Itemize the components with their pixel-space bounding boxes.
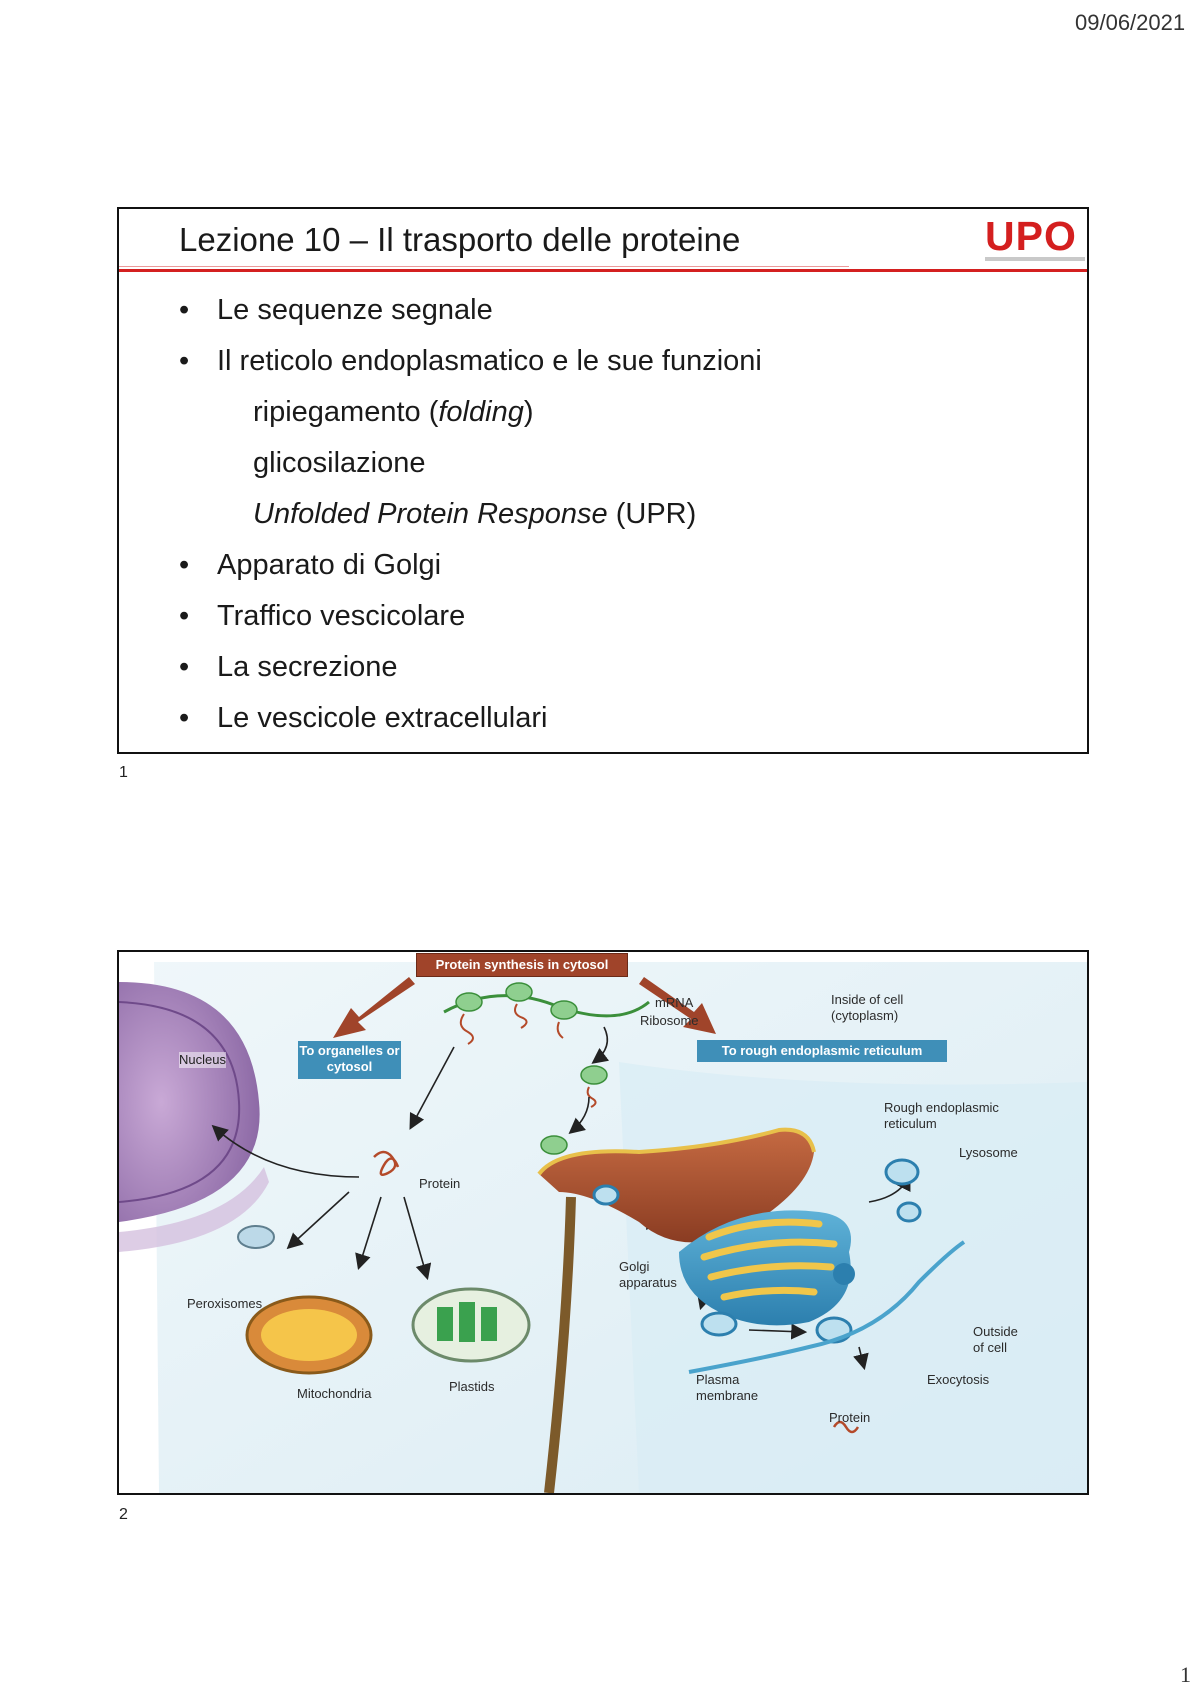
sub-text-italic: folding (438, 396, 524, 428)
bullet-dot: • (179, 345, 190, 377)
upo-logo: UPO (985, 213, 1085, 269)
slide-number: 1 (119, 764, 128, 781)
bullet-item: • Traffico vescicolare (179, 591, 762, 642)
banner-protein-synthesis: Protein synthesis in cytosol (416, 953, 628, 977)
bullet-list: • Le sequenze segnale • Il reticolo endopl… (179, 285, 762, 744)
label-mrna: mRNA (655, 995, 694, 1010)
bullet-dot: • (179, 294, 190, 326)
label-outside-2: of cell (973, 1340, 1007, 1355)
bullet-item: • Apparato di Golgi (179, 540, 762, 591)
label-plasma-2: membrane (696, 1388, 759, 1403)
sub-item-upr: Unfolded Protein Response (UPR) (179, 489, 762, 540)
banner-to-organelles: To organelles or cytosol (298, 1041, 401, 1079)
label-plasma-1: Plasma (696, 1372, 740, 1387)
label-protein-center: Protein (419, 1176, 461, 1191)
bullet-item: • La secrezione (179, 642, 762, 693)
bullet-text: Traffico vescicolare (217, 600, 466, 632)
label-plastids: Plastids (449, 1379, 495, 1394)
sub-text: ) (523, 396, 534, 428)
slide-title: Lezione 10 – Il trasporto delle proteine (179, 221, 741, 258)
sub-text: (UPR) (607, 498, 697, 530)
label-outside-1: Outside (973, 1324, 1018, 1339)
label-exocytosis: Exocytosis (927, 1372, 990, 1387)
slide-2: Protein synthesis in cytosol To organell… (117, 950, 1089, 1495)
bullet-dot: • (179, 600, 190, 632)
title-underline-thin (119, 266, 849, 267)
bullet-text: Il reticolo endoplasmatico e le sue funz… (217, 345, 762, 377)
logo-text: UPO (985, 213, 1077, 259)
label-mitochondria: Mitochondria (297, 1386, 372, 1401)
bullet-item: • Il reticolo endoplasmatico e le sue fun… (179, 336, 762, 387)
bullet-item: • Le sequenze segnale (179, 285, 762, 336)
logo-tagline (985, 257, 1085, 261)
label-golgi-1: Golgi (619, 1259, 650, 1274)
bullet-text: La secrezione (217, 651, 398, 683)
slide-1: Lezione 10 – Il trasporto delle proteine… (117, 207, 1089, 754)
bullet-dot: • (179, 702, 190, 734)
label-golgi-2: apparatus (619, 1275, 677, 1290)
label-peroxisomes: Peroxisomes (187, 1296, 263, 1311)
label-nucleus: Nucleus (179, 1052, 226, 1068)
bullet-item: • Le vescicole extracellulari (179, 693, 762, 744)
page-date: 09/06/2021 (1075, 10, 1186, 35)
slide-number: 2 (119, 1506, 128, 1523)
sub-text-italic: Unfolded Protein Response (253, 498, 608, 530)
nucleus-shape (119, 982, 269, 1252)
label-cytoplasm: (cytoplasm) (831, 1008, 899, 1023)
sub-item-folding: ripiegamento (folding) (179, 387, 762, 438)
label-inside-cell: Inside of cell (831, 992, 904, 1007)
bullet-text: Le vescicole extracellulari (217, 702, 548, 734)
bullet-text: Apparato di Golgi (217, 549, 442, 581)
bullet-dot: • (179, 549, 190, 581)
label-lysosome: Lysosome (959, 1145, 1018, 1160)
page-number: 1 (1180, 1662, 1191, 1687)
label-protein-out: Protein (829, 1410, 871, 1425)
label-rough-er-2: reticulum (884, 1116, 937, 1131)
bullet-dot: • (179, 651, 190, 683)
label-ribosome: Ribosome (640, 1013, 699, 1028)
protein-transport-illustration (119, 952, 1087, 1493)
sub-text: ripiegamento ( (253, 396, 439, 428)
label-rough-er-1: Rough endoplasmic (884, 1100, 999, 1115)
title-underline (119, 269, 1087, 272)
bullet-text: Le sequenze segnale (217, 294, 493, 326)
banner-to-rough-er: To rough endoplasmic reticulum (697, 1040, 947, 1062)
sub-item-glycosylation: glicosilazione (179, 438, 762, 489)
sub-text: glicosilazione (253, 447, 426, 479)
